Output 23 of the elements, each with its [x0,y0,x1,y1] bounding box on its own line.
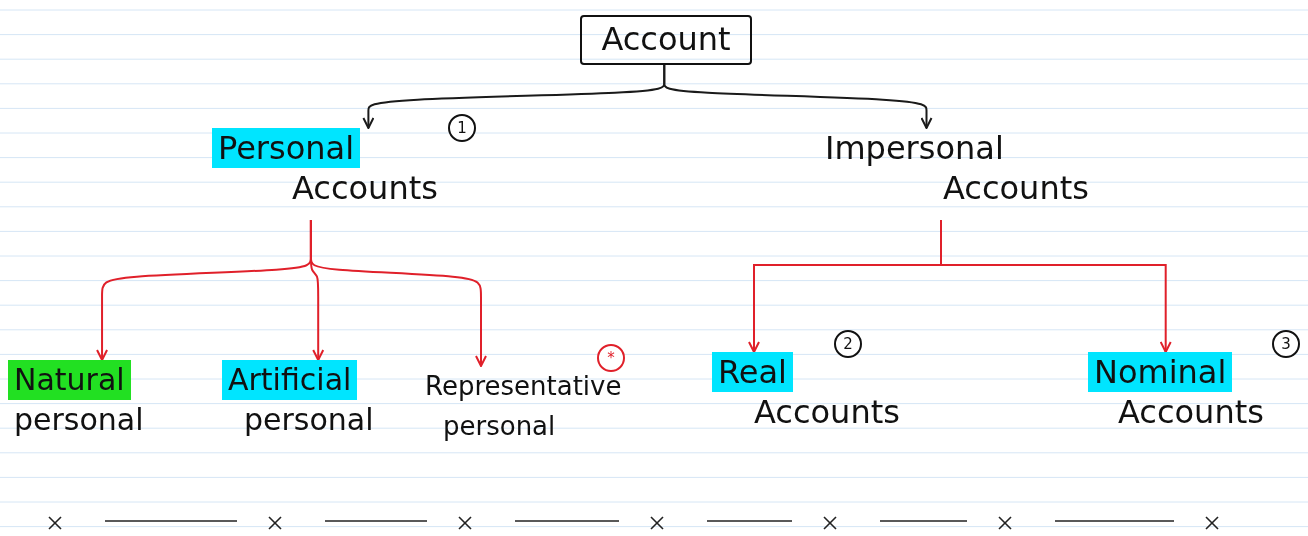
node-label: Account [601,20,731,58]
callout-number: 3 [1272,330,1300,358]
process-box [580,15,752,65]
node-label: personal [14,402,144,437]
node-label: Artificial [222,360,358,400]
callout-number: 2 [834,330,862,358]
node-label: Accounts [943,169,1089,207]
node-label: Accounts [754,393,900,431]
node-label: Representative [425,371,622,401]
node-label: Accounts [1118,393,1264,431]
arrow [663,64,933,129]
callout-number: 1 [448,114,476,142]
callout-number: * [597,344,625,372]
arrow [309,219,487,367]
node-label: personal [244,402,374,437]
node-label: personal [443,411,556,441]
arrow [940,219,1172,353]
node-label: Impersonal [825,129,1004,167]
node-label: Real [712,352,793,392]
node-label: Nominal [1088,352,1233,392]
node-label: Personal [212,128,361,168]
node-label: Accounts [292,169,438,207]
node-label: Natural [8,360,131,400]
